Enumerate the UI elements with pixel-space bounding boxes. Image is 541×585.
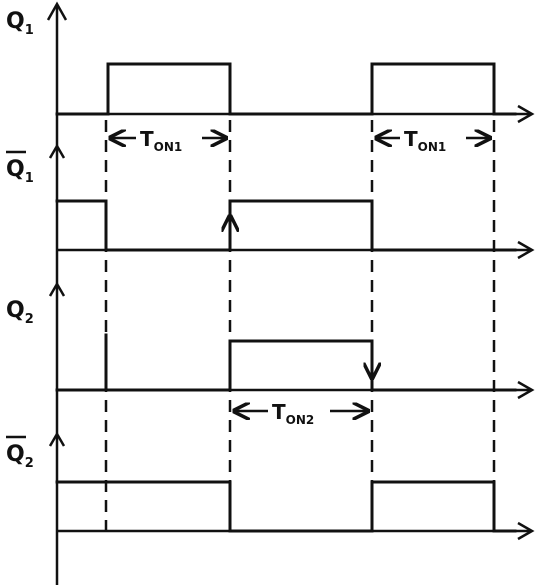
interval-label-ton1-second: TON1 — [404, 127, 446, 154]
waveform-q2 — [55, 339, 517, 392]
waveform-q1bar — [55, 199, 517, 252]
time-axis-q1-arrowhead — [517, 104, 535, 124]
signal-label-q2: Q2 — [6, 298, 34, 327]
dashed-guides — [104, 120, 496, 535]
signal-label-q1bar: Q1 — [6, 157, 34, 186]
signal-label-q1: Q1 — [6, 9, 34, 38]
waveform-q1 — [55, 62, 517, 116]
time-axis-q2bar-arrowhead — [517, 521, 535, 541]
time-axis-q2-arrowhead — [517, 380, 535, 400]
time-axis-q1bar-arrowhead — [517, 240, 535, 260]
time-axes — [57, 104, 535, 541]
q2bar-axis-arrowhead — [48, 431, 66, 447]
signal-label-q2bar: Q2 — [6, 442, 34, 471]
interval-label-ton2: TON2 — [272, 400, 314, 427]
interval-label-ton1-first: TON1 — [140, 127, 182, 154]
q2-axis-arrowhead — [48, 281, 66, 297]
q1bar-axis-arrowhead — [48, 143, 66, 159]
vertical-axis-arrowhead — [46, 1, 68, 21]
waveform-q2bar — [55, 480, 517, 533]
